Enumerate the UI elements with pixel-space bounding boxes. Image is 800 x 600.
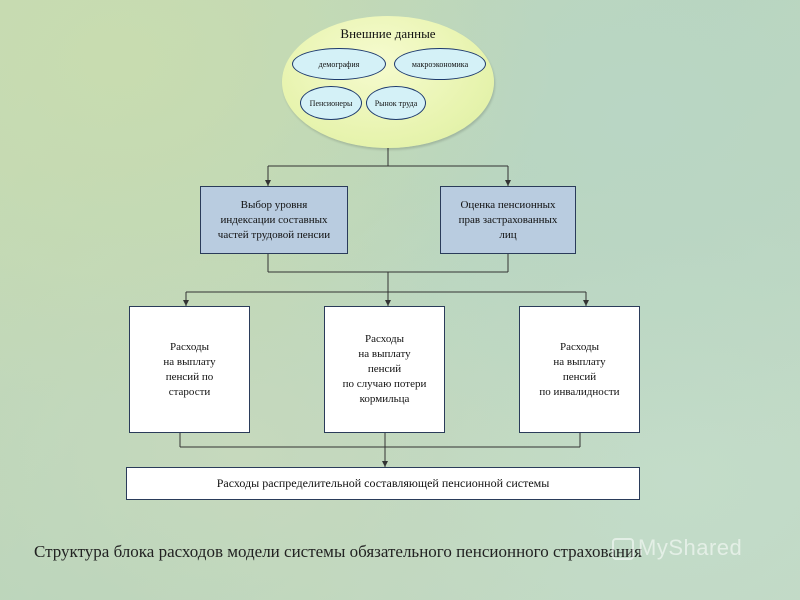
- watermark: MyShared: [612, 535, 742, 561]
- demography-node: демография: [292, 48, 386, 80]
- watermark-logo-icon: [612, 538, 634, 561]
- external-data-title: Внешние данные: [340, 26, 436, 41]
- old-age-expenses-box: Расходы на выплату пенсий по старости: [129, 306, 250, 433]
- survivor-expenses-box: Расходы на выплату пенсий по случаю поте…: [324, 306, 445, 433]
- external-data-ellipse: [282, 16, 494, 148]
- distribution-expenses-box: Расходы распределительной составляющей п…: [126, 467, 640, 500]
- labor-market-node: Рынок труда: [366, 86, 426, 120]
- indexation-level-box: Выбор уровня индексации составных частей…: [200, 186, 348, 254]
- disability-expenses-box: Расходы на выплату пенсий по инвалидност…: [519, 306, 640, 433]
- diagram-caption: Структура блока расходов модели системы …: [34, 542, 642, 561]
- macroeconomics-node: макроэкономика: [394, 48, 486, 80]
- watermark-text: MyShared: [638, 535, 743, 560]
- pension-rights-box: Оценка пенсионных прав застрахованных ли…: [440, 186, 576, 254]
- pensioners-node: Пенсионеры: [300, 86, 362, 120]
